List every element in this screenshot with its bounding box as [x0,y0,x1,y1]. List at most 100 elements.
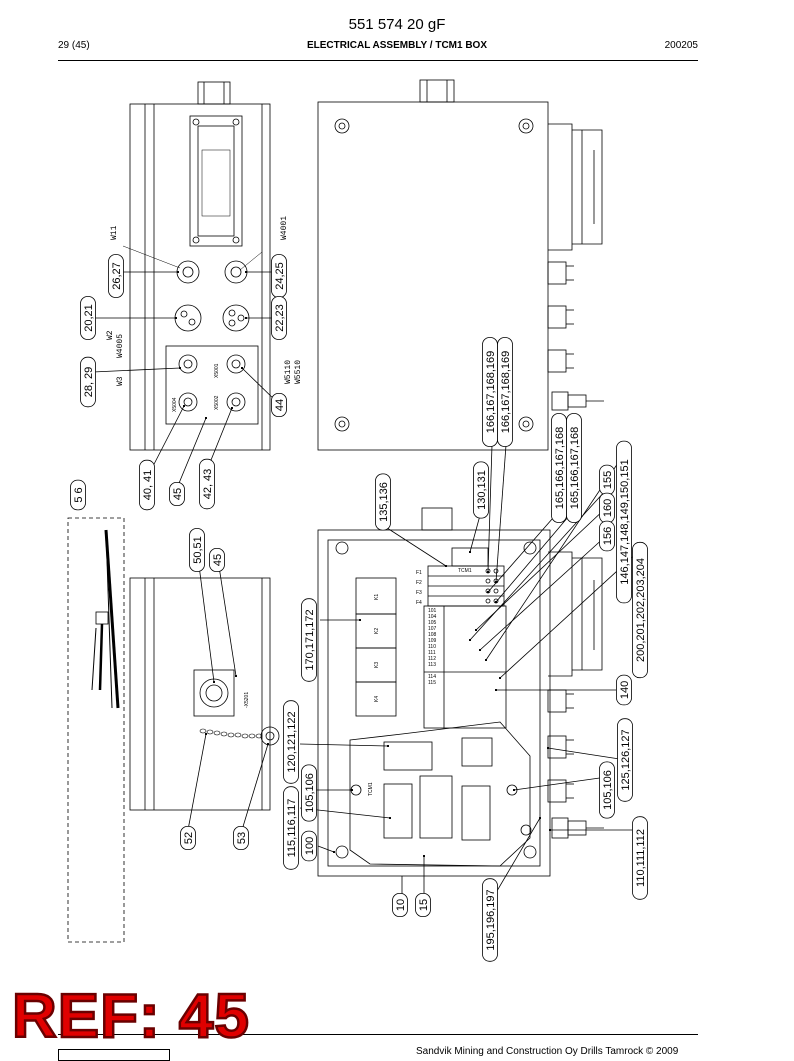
label-x5002: X5002 [214,395,220,410]
fuse-label: F2 [416,580,422,586]
footer-rule [58,1034,698,1035]
callout-100: 100 [301,830,317,862]
svg-text:105,106: 105,106 [304,773,316,813]
terminal-label: 104 [428,614,437,620]
svg-text:28, 29: 28, 29 [83,367,95,398]
terminal-label: 110 [428,644,436,650]
svg-text:40, 41: 40, 41 [142,470,154,501]
terminal-label: 108 [428,632,437,638]
svg-text:130,131: 130,131 [476,470,488,510]
svg-text:160: 160 [602,499,614,517]
svg-text:135,136: 135,136 [378,482,390,522]
tcm-box-interior-view [299,444,641,897]
svg-text:26,27: 26,27 [111,262,123,290]
document-number: 551 574 20 gF [348,16,446,33]
callout-165-a: 165,166,167,168 [551,413,567,523]
callout-125: 125,126,127 [617,718,633,802]
callout-135-136: 135,136 [375,473,391,531]
callout-140: 140 [616,674,632,706]
callout-24-25: 24,25 [271,254,287,298]
svg-text:22,23: 22,23 [274,304,286,332]
svg-text:155: 155 [602,471,614,489]
svg-text:125,126,127: 125,126,127 [620,729,632,790]
label-w4001: W4001 [280,216,289,240]
fuse-label: F4 [416,600,422,606]
chain [199,728,263,739]
svg-text:200,201,202,203,204: 200,201,202,203,204 [635,558,647,662]
label-x5001: X5001 [214,363,220,378]
callout-28-29: 28, 29 [80,356,96,408]
terminal-label: 114 [428,674,436,680]
svg-text:52: 52 [183,832,195,844]
label-w4005: W4005 [116,334,125,358]
svg-text:5 6: 5 6 [73,487,85,502]
relay-labels: K1 K2 K3 K4 [374,594,380,702]
terminal-label: 111 [428,650,436,656]
terminal-label: 115 [428,680,436,686]
callout-165-b: 165,166,167,168 [566,413,582,523]
callout-166-b: 166,167,168,169 [497,337,513,447]
svg-text:166,167,168,169: 166,167,168,169 [500,351,512,434]
callout-105b: 105,106 [599,761,615,819]
callout-5-6: 5 6 [70,479,86,511]
svg-text:105,106: 105,106 [602,770,614,810]
callout-110: 110,111,112 [632,816,648,900]
svg-text:110,111,112: 110,111,112 [635,829,647,887]
svg-text:44: 44 [274,399,286,411]
terminal-label: 109 [428,638,437,644]
callout-15: 15 [415,892,431,918]
fuse-row-labels: F1 F2 F3 F4 [416,570,422,606]
detail-view-dashed [67,517,125,943]
relay-label: K1 [374,594,380,600]
callout-44: 44 [271,392,287,418]
svg-text:10: 10 [395,899,407,911]
callout-195: 195,196,197 [482,878,498,962]
callout-45a: 45 [169,481,185,507]
svg-text:195,196,197: 195,196,197 [485,889,497,950]
callout-105a: 105,106 [301,764,317,822]
callout-130-131: 130,131 [473,461,489,519]
callout-120: 120,121,122 [283,700,299,784]
callout-200: 200,201,202,203,204 [632,541,648,679]
terminal-label: 112 [428,656,436,662]
relay-label: K3 [374,662,380,668]
callout-45b: 45 [209,547,225,573]
callout-155: 155 [599,464,615,496]
header-rule [58,60,698,61]
terminal-label: 101 [428,608,437,614]
label-tcm1-board: TCM1 [368,782,374,796]
svg-text:115,116,117: 115,116,117 [286,799,298,858]
document-date: 200205 [664,40,698,51]
label-w5510: W5510 [294,360,303,384]
svg-text:15: 15 [418,899,430,911]
callout-group: 26,27 24,25 20,21 22,23 28, 29 44 40, 41… [70,254,648,962]
ref-stamp: REF: 45 [11,982,250,1051]
svg-text:120,121,122: 120,121,122 [286,711,298,772]
footer-copyright: Sandvik Mining and Construction Oy Drill… [416,1046,679,1057]
svg-text:165,166,167,168: 165,166,167,168 [569,427,581,510]
callout-170: 170,171,172 [301,598,317,682]
svg-text:42, 43: 42, 43 [202,469,214,500]
page-title: ELECTRICAL ASSEMBLY / TCM1 BOX [306,40,488,51]
callout-146: 146,147,148,149,150,151 [616,440,632,604]
relay-label: K4 [374,696,380,702]
callout-20-21: 20,21 [80,296,96,340]
svg-text:146,147,148,149,150,151: 146,147,148,149,150,151 [619,459,631,584]
svg-text:156: 156 [602,527,614,545]
svg-text:24,25: 24,25 [274,262,286,290]
svg-text:100: 100 [304,837,316,855]
callout-156: 156 [599,520,615,552]
terminal-label: 105 [428,620,437,626]
page-number: 29 (45) [58,40,90,51]
tcm-box-back-view [129,541,280,831]
svg-text:140: 140 [619,681,631,699]
label-w2: W2 [106,330,115,340]
connector-pins [201,149,231,217]
label-x5004: X5004 [172,397,178,412]
svg-text:166,167,168,169: 166,167,168,169 [485,351,497,434]
terminal-label: 113 [428,662,436,668]
callout-10: 10 [392,892,408,918]
label-tcm1-top: TCM1 [458,568,472,574]
rotated-wire-labels: W11 W4001 W2 W4005 W3 W5110 W5510 X5004 … [106,216,472,796]
